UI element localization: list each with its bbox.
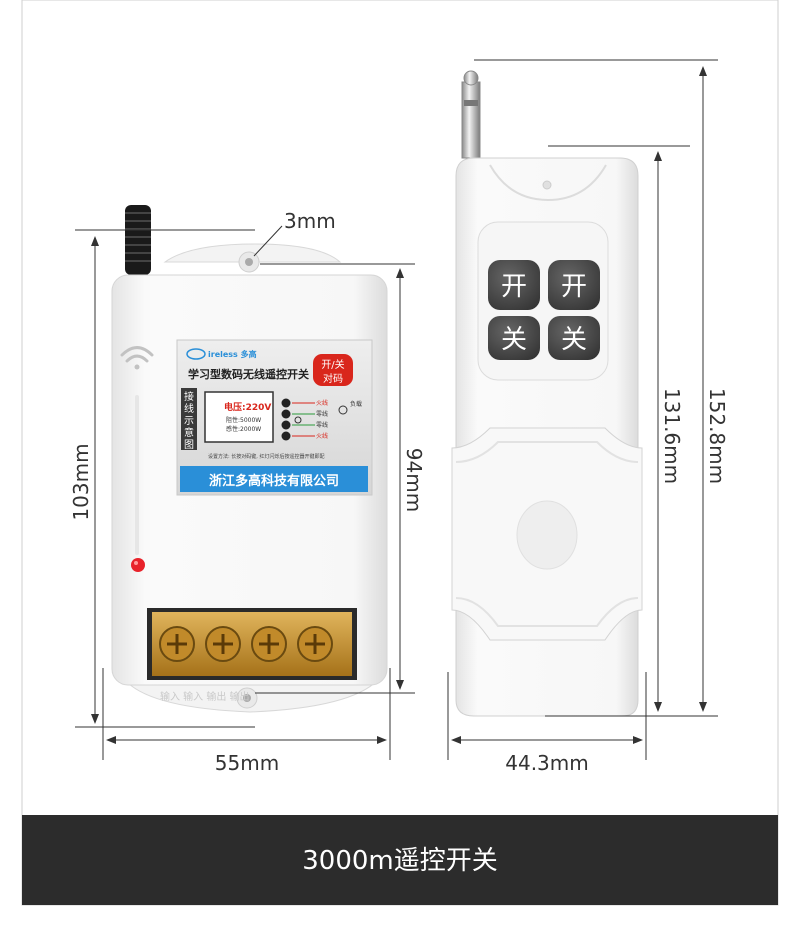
bottom-banner — [22, 815, 778, 905]
product-title: 学习型数码无线遥控开关 — [188, 367, 309, 381]
receiver-unit: 输入 输入 输出 输出 ireless 多高 学习型数码无线遥控开关 开/关 对… — [111, 205, 388, 713]
receiver-inner-height-label: 94mm — [402, 448, 426, 512]
svg-text:感性:2000W: 感性:2000W — [226, 425, 261, 433]
dimension-lines — [75, 59, 718, 760]
svg-text:对码: 对码 — [323, 372, 343, 385]
light-guide — [135, 395, 139, 555]
brand-name: ireless 多高 — [208, 349, 257, 359]
receiver-antenna-cable — [125, 205, 151, 275]
remote-thumb-grip — [516, 500, 578, 570]
remote-button-close-2[interactable]: 关 — [548, 316, 600, 360]
svg-text:开: 开 — [501, 272, 527, 302]
dimension-arrows — [91, 66, 707, 744]
pair-badge — [313, 354, 353, 386]
remote-button-open-1[interactable]: 开 — [488, 260, 540, 310]
svg-text:阻性:5000W: 阻性:5000W — [226, 416, 261, 424]
remote-antenna — [461, 70, 481, 159]
banner-title: 3000m遥控开关 — [302, 846, 498, 876]
terminal-labels: 输入 输入 输出 输出 — [160, 690, 250, 703]
receiver-height-label: 103mm — [69, 443, 93, 520]
remote-button-open-2[interactable]: 开 — [548, 260, 600, 310]
remote-button-close-1[interactable]: 关 — [488, 316, 540, 360]
svg-text:火线: 火线 — [316, 432, 328, 440]
wireless-signal-icon — [120, 346, 154, 370]
status-led — [131, 558, 145, 572]
voltage-spec: 电压:220V — [224, 401, 271, 413]
receiver-width-label: 55mm — [215, 751, 279, 775]
remote-control: 开 开 关 关 — [451, 70, 643, 717]
remote-total-height-label: 152.8mm — [705, 388, 729, 484]
terminal-block — [147, 608, 357, 680]
company-bar — [180, 466, 368, 492]
svg-text:零线: 零线 — [316, 410, 328, 418]
remote-body-height-label: 131.6mm — [660, 388, 684, 484]
svg-text:负载: 负载 — [350, 400, 362, 408]
remote-width-label: 44.3mm — [505, 751, 589, 775]
hole-diameter-label: 3mm — [284, 209, 336, 233]
brand-logo-icon — [186, 348, 206, 360]
svg-text:关: 关 — [501, 325, 527, 355]
svg-text:火线: 火线 — [316, 399, 328, 407]
remote-indicator-light — [542, 180, 552, 190]
svg-text:开: 开 — [561, 272, 587, 302]
load-lamp-icon — [338, 405, 348, 415]
svg-text:关: 关 — [561, 325, 587, 355]
svg-text:开/关: 开/关 — [321, 358, 344, 371]
terminal-screws — [159, 626, 333, 662]
wiring-diagram-label: 接线示意图 — [184, 390, 194, 451]
svg-text:零线: 零线 — [316, 421, 328, 429]
setup-instructions: 设置方法: 长按对码键, 红灯闪烁后按遥控器开键即配 — [208, 453, 324, 460]
receiver-label: ireless 多高 学习型数码无线遥控开关 开/关 对码 接线示意图 电压:2… — [176, 339, 373, 496]
company-name: 浙江多高科技有限公司 — [209, 473, 339, 489]
